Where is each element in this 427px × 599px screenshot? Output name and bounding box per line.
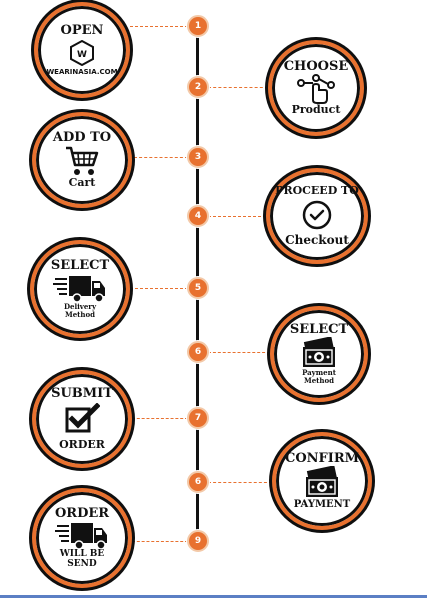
step-title: CHOOSE <box>283 59 349 75</box>
step-subtitle: Checkout <box>285 233 349 248</box>
cash-money-icon <box>306 465 338 497</box>
delivery-truck-icon <box>55 523 107 551</box>
step-circle-select-delivery: SELECT Delivery Method <box>30 240 130 338</box>
site-name: WEARINASIA.COM <box>46 68 118 77</box>
checkbox-icon <box>65 403 100 433</box>
step-title: SELECT <box>289 322 349 338</box>
step-title: ADD TO <box>52 130 112 146</box>
delivery-truck-icon <box>53 276 105 303</box>
step-circle-open: OPEN W WEARINASIA.COM <box>34 2 130 98</box>
step-badge-8: 6 <box>187 471 209 493</box>
step-badge-7: 7 <box>187 407 209 429</box>
step-circle-select-payment: SELECT Payment Method <box>270 306 368 402</box>
step-subtitle: Payment <box>302 368 336 378</box>
step-title: OPEN <box>60 22 104 38</box>
step-circle-order-will-be-send: ORDER WILL BE SEND <box>32 488 132 588</box>
connector-7 <box>132 418 188 419</box>
step-subtitle: Product <box>291 103 341 117</box>
hexagon-logo-icon: W <box>70 40 94 67</box>
connector-3 <box>134 157 188 158</box>
step-subtitle: Cart <box>68 176 96 190</box>
step-title: PROCEED TO <box>275 183 359 197</box>
step-badge-4: 4 <box>187 205 209 227</box>
step-circle-proceed-to-checkout: PROCEED TO Checkout <box>266 168 368 264</box>
step-title: SUBMIT <box>51 386 113 402</box>
connector-2 <box>208 87 268 88</box>
step-subtitle: PAYMENT <box>293 498 351 510</box>
step-circle-choose: CHOOSE Product <box>268 40 364 136</box>
hand-pointer-nodes-icon <box>297 74 335 105</box>
step-badge-3: 3 <box>187 146 209 168</box>
connector-5 <box>130 288 188 289</box>
cash-money-icon <box>303 337 335 368</box>
step-subtitle: Delivery <box>63 302 97 312</box>
step-circle-add-to-cart: ADD TO Cart <box>32 112 132 208</box>
step-subtitle-2: Method <box>303 375 335 385</box>
step-subtitle: WILL BE <box>59 549 105 560</box>
check-circle-icon <box>302 201 332 230</box>
bottom-rule <box>0 595 427 598</box>
step-title: CONFIRM <box>284 450 360 466</box>
connector-4 <box>208 216 266 217</box>
connector-9 <box>132 541 188 542</box>
logo-letter: W <box>77 50 87 60</box>
step-subtitle-2: SEND <box>67 558 97 569</box>
step-circle-submit-order: SUBMIT ORDER <box>32 370 132 468</box>
step-badge-2: 2 <box>187 76 209 98</box>
connector-6 <box>208 352 270 353</box>
connector-1 <box>130 26 188 27</box>
step-badge-6: 6 <box>187 341 209 363</box>
shopping-cart-icon <box>66 146 99 176</box>
connector-8 <box>208 482 272 483</box>
step-subtitle-2: Method <box>64 309 96 319</box>
step-badge-5: 5 <box>187 277 209 299</box>
step-circle-confirm-payment: CONFIRM PAYMENT <box>272 432 372 530</box>
step-badge-1: 1 <box>187 15 209 37</box>
step-title: SELECT <box>50 258 110 274</box>
step-subtitle: ORDER <box>59 438 105 452</box>
step-title: ORDER <box>54 505 110 521</box>
step-badge-9: 9 <box>187 530 209 552</box>
